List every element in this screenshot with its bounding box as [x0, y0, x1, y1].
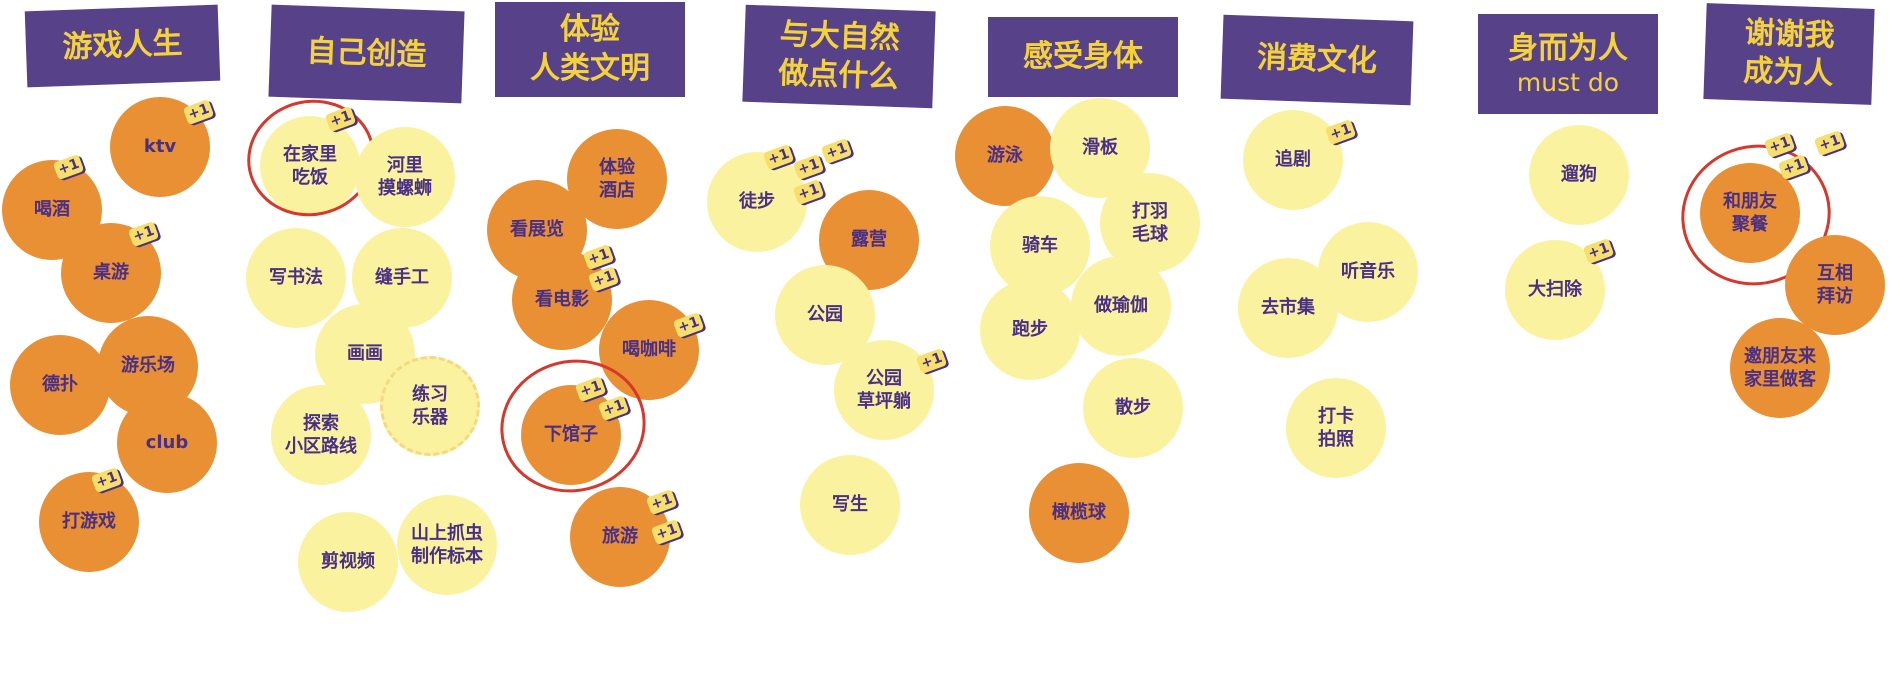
column-title: 感受身体	[1023, 38, 1143, 74]
column-header-4: 与大自然 做点什么	[742, 4, 936, 109]
vote-badge: +1	[915, 347, 948, 375]
activity-bubble: 德扑	[10, 335, 110, 435]
activity-bubble: 剪视频	[298, 512, 398, 612]
activity-bubble: 探索 小区路线	[271, 385, 371, 485]
column-title: 游戏人生	[61, 25, 184, 65]
column-title: 自己创造	[305, 33, 428, 73]
column-header-3: 体验 人类文明	[495, 2, 685, 97]
column-title: 体验 人类文明	[530, 12, 650, 86]
activity-bubble: 写书法	[246, 228, 346, 328]
activity-bubble: club	[117, 393, 217, 493]
activity-bubble: 游泳	[955, 106, 1055, 206]
vote-badge: +1	[1324, 118, 1357, 146]
activity-bubble: 跑步	[980, 280, 1080, 380]
column-header-2: 自己创造	[268, 4, 465, 104]
vote-badge: +1	[1582, 237, 1615, 265]
activity-bubble: 骑车	[990, 196, 1090, 296]
column-title: 身而为人	[1508, 31, 1628, 67]
column-title: 谢谢我 成为人	[1742, 15, 1836, 92]
column-subtitle: must do	[1516, 67, 1620, 97]
activity-bubble: 散步	[1083, 358, 1183, 458]
activity-bubble: 打游戏	[39, 472, 139, 572]
activity-bubble: 体验 酒店	[567, 129, 667, 229]
vote-badge: +1	[792, 153, 825, 181]
activity-bubble: 写生	[800, 455, 900, 555]
activity-bubble: 做瑜伽	[1071, 256, 1171, 356]
vote-badge: +1	[1813, 129, 1846, 157]
activity-bubble: 河里 摸螺蛳	[355, 127, 455, 227]
vote-badge: +1	[820, 137, 853, 165]
activity-bubble: 邀朋友来 家里做客	[1730, 318, 1830, 418]
activity-bubble: 和朋友 聚餐	[1700, 163, 1800, 263]
activity-bubble: 山上抓虫 制作标本	[397, 495, 497, 595]
activity-bubble: 喝酒	[2, 160, 102, 260]
vote-badge: +1	[182, 98, 215, 126]
column-header-1: 游戏人生	[24, 4, 221, 88]
activity-bubble: 在家里 吃饭	[260, 116, 360, 216]
activity-bubble: 打卡 拍照	[1286, 378, 1386, 478]
activity-bubble: 徒步	[707, 152, 807, 252]
activity-bubble: 练习 乐器	[380, 356, 480, 456]
activity-bubble: 互相 拜访	[1785, 235, 1885, 335]
column-header-8: 谢谢我 成为人	[1703, 3, 1875, 105]
activity-bubble: 追剧	[1243, 110, 1343, 210]
column-title: 与大自然 做点什么	[777, 17, 901, 95]
activity-bubble: 缝手工	[352, 228, 452, 328]
column-header-5: 感受身体	[988, 17, 1178, 97]
activity-bubble: 橄榄球	[1029, 463, 1129, 563]
activity-bubble: 去市集	[1238, 258, 1338, 358]
vote-badge: +1	[645, 488, 678, 516]
column-header-7: 身而为人 must do	[1478, 14, 1658, 114]
column-header-6: 消费文化	[1220, 14, 1414, 106]
column-title: 消费文化	[1256, 39, 1378, 79]
activity-bubble: 遛狗	[1529, 125, 1629, 225]
vote-badge: +1	[127, 220, 160, 248]
